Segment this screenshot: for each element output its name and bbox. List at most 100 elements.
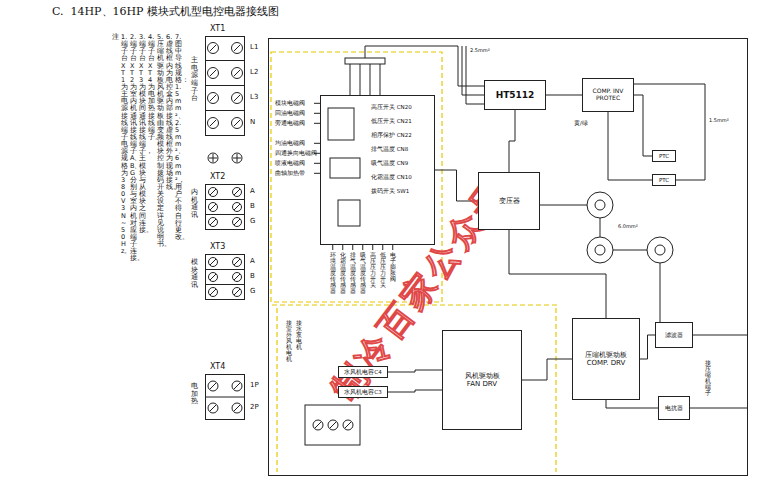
- node-text: 主电源端子台: [191, 57, 198, 103]
- node-title: 水风机电容C3: [344, 389, 381, 395]
- valve-label: 模块电磁阀: [275, 100, 305, 106]
- sensor-label: 排气温度传感器: [350, 252, 356, 294]
- valve-label: 曲轴加热带: [275, 170, 305, 176]
- ptc-box: PTC: [652, 150, 676, 162]
- sensor-label: 低压压力开关: [380, 252, 386, 288]
- wire-connector: [509, 230, 606, 318]
- node-title: 压缩机驱动板: [585, 351, 627, 359]
- node-text: 相序保护 CN22: [371, 132, 412, 138]
- wire-connector: [608, 112, 652, 180]
- node-title: XT2: [210, 172, 225, 181]
- terminal-screw: [210, 189, 240, 225]
- power-wire: [690, 408, 748, 409]
- valve-label: 回油电磁阀: [275, 110, 305, 116]
- terminal-block: XT3模块通讯: [205, 254, 245, 300]
- terminal-block: XT4电加热: [205, 374, 245, 420]
- driver-board: 风机驱动板FAN DRV: [442, 330, 522, 430]
- terminal-screw: [205, 43, 245, 414]
- sensor-label: 吸气温度传感器: [360, 252, 366, 294]
- terminal-screw: [205, 269, 245, 270]
- valve-label: 喷液电磁阀: [275, 160, 305, 166]
- node-text: 电加热: [191, 383, 198, 406]
- node-text: 内机通讯: [191, 189, 198, 220]
- transformer-box: 变压器: [478, 172, 540, 230]
- node-text: PROTEC: [596, 95, 620, 102]
- note-text: 4. 端子台XT4为电加热接线端子。: [148, 34, 155, 141]
- capacitor-symbol: [647, 237, 673, 263]
- ground-terminal: [209, 154, 241, 162]
- node-text: 模块通讯: [191, 259, 198, 290]
- note-text: 5. 压缩机驱动板、风机驱动板由变频模块控制，拨码开关设定详见说明书。: [157, 34, 164, 248]
- node-title: XT4: [210, 362, 225, 371]
- valve-label: 旁通电磁阀: [275, 120, 305, 126]
- node-text: 拨码开关 SW1: [371, 188, 409, 194]
- note-text: 7. 图中导线规格：1.5mm²、2.5mm²、6mm²，用户不得自行更改。: [175, 34, 182, 241]
- terminal-screw: [305, 405, 360, 445]
- node-title: 高压开关 CN20: [371, 104, 412, 110]
- capacitor-symbol: [587, 192, 673, 263]
- diagram-title: C. 14HP、16HP 模块式机型电控电器接线图: [52, 4, 279, 19]
- field-boundary: [271, 52, 560, 472]
- outer-frame: [269, 39, 748, 476]
- node-text: 排气温度 CN8: [371, 146, 408, 152]
- note-text: 1. 端子台XT1为主电源接线端子，电源规格为380V 3N~ 50Hz。: [121, 34, 128, 255]
- wire-color: 黄/绿: [574, 120, 588, 126]
- capacitor-symbol: [587, 192, 613, 218]
- power-wire: [466, 46, 484, 104]
- board-component: [338, 200, 360, 226]
- terminal-screw: [315, 422, 351, 428]
- power-wire: [600, 218, 601, 237]
- field-boundary: [555, 308, 556, 472]
- note-text: 注：: [112, 34, 119, 41]
- terminal-label: G: [250, 287, 255, 295]
- terminal-screw: [205, 397, 245, 398]
- terminal-screw: [205, 199, 245, 200]
- terminal-screw: [205, 214, 245, 215]
- note-text: 6. 虚线框内为电控盒内部接线，虚线框外为现场接线。: [166, 34, 173, 191]
- terminal-label: G: [250, 217, 255, 225]
- field-wiring-note: 接压缩机端子: [705, 360, 711, 396]
- field-wiring-note: 接室外风机电机: [286, 320, 292, 362]
- filter-box: 滤波器: [655, 322, 693, 348]
- terminal-screw: [210, 259, 240, 295]
- node-title: PTC: [659, 177, 669, 183]
- outer-frame: [269, 39, 748, 476]
- terminal-screw: [205, 60, 245, 61]
- terminal-screw: [205, 85, 245, 86]
- driver-board: 压缩机驱动板COMP. DRV: [572, 318, 640, 400]
- wire-connector: [640, 335, 655, 359]
- power-wire: [540, 205, 587, 206]
- capacitor-box: 水风机电容C4: [338, 366, 388, 378]
- node-title: XT1: [210, 24, 225, 33]
- board-component: [314, 58, 393, 250]
- valve-label: 均油电磁阀: [275, 140, 305, 146]
- node-text: FAN DRV: [467, 380, 497, 388]
- terminal-screw: [210, 383, 240, 411]
- valve-label: 四通换向电磁阀: [275, 150, 317, 156]
- wire-connector: [634, 95, 652, 156]
- node-title: HT5112: [496, 90, 535, 100]
- power-wire: [693, 335, 748, 336]
- terminal-label: 2P: [250, 403, 259, 411]
- node-title: 变压器: [499, 197, 520, 205]
- node-text: COMP. DRV: [587, 359, 626, 367]
- node-title: 风机驱动板: [465, 372, 500, 380]
- node-text: 低压开关 CN21: [371, 118, 412, 124]
- terminal-screw: [205, 110, 245, 111]
- board-component: [330, 158, 360, 178]
- power-wire: [660, 263, 661, 322]
- capacitor-box: 水风机电容C3: [338, 386, 388, 398]
- terminal-label: B: [250, 272, 255, 280]
- wire-connector: [509, 110, 515, 172]
- capacitor-symbol: [595, 200, 605, 210]
- terminal-screw: [205, 284, 245, 285]
- node-title: COMP. INV: [593, 88, 624, 95]
- board-component: [345, 58, 385, 64]
- wire-connector: [546, 95, 582, 96]
- terminal-screw: [210, 45, 240, 126]
- wire-connector: [522, 359, 572, 380]
- node-title: 滤波器: [665, 332, 683, 339]
- wire-spec: 2.5mm²: [470, 48, 490, 54]
